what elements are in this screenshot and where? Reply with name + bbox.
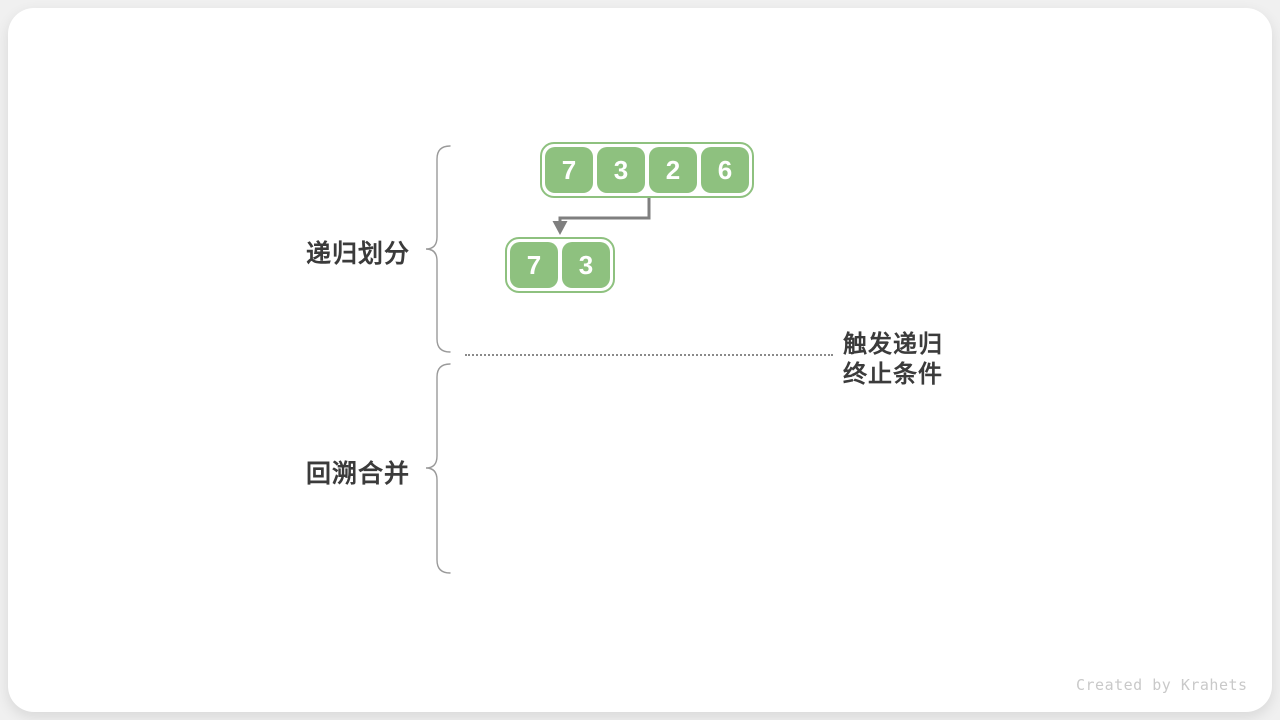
- array-cell: 3: [562, 242, 610, 288]
- array-top-7326: 7 3 2 6: [540, 142, 754, 198]
- watermark-text: Created by Krahets: [1076, 676, 1248, 694]
- phase-label-recursive-partition: 递归划分: [305, 240, 410, 268]
- array-cell: 7: [545, 147, 593, 193]
- array-cell: 3: [597, 147, 645, 193]
- diagram-card: [8, 8, 1272, 712]
- termination-condition-line2: 终止条件: [843, 361, 943, 388]
- termination-condition-line1: 触发递归: [843, 331, 943, 358]
- termination-dotted-line: [465, 354, 833, 356]
- phase-label-backtrack-merge: 回溯合并: [305, 460, 410, 488]
- termination-condition-label: 触发递归 终止条件: [843, 330, 943, 390]
- array-sub-73: 7 3: [505, 237, 615, 293]
- array-cell: 2: [649, 147, 697, 193]
- array-cell: 6: [701, 147, 749, 193]
- array-cell: 7: [510, 242, 558, 288]
